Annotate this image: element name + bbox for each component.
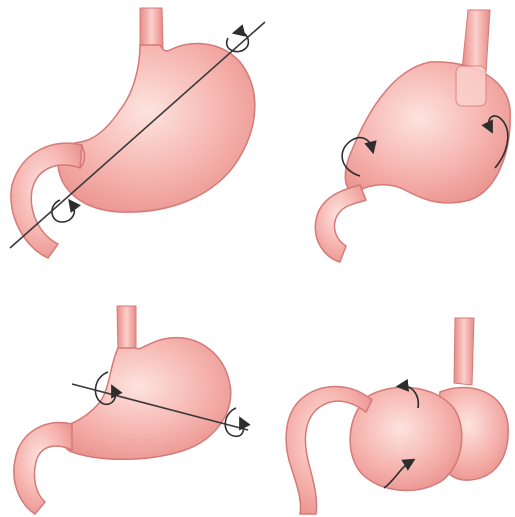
stomach-4	[286, 318, 508, 514]
cardia-overlay-2	[456, 66, 486, 106]
panel-twisted	[315, 10, 510, 262]
stomach-body-3	[63, 338, 231, 460]
panel-mesenteroaxial	[14, 306, 248, 514]
esophagus-3	[117, 306, 136, 352]
stomach-1	[11, 8, 255, 258]
rotation-arrow-1b	[52, 200, 74, 222]
panel-rotated	[286, 318, 508, 514]
stomach-body-1	[58, 44, 255, 213]
duodenum-2	[315, 185, 366, 262]
stomach-3	[14, 306, 231, 514]
stomach-2	[315, 10, 510, 262]
esophagus-2	[462, 10, 490, 72]
rotation-arrow-3b	[225, 408, 243, 436]
duodenum-3	[14, 423, 72, 514]
rotation-arrow-1a	[227, 32, 249, 52]
esophagus-4	[454, 318, 474, 385]
panel-organoaxial	[10, 8, 265, 258]
esophagus-1	[140, 8, 163, 48]
duodenum-1	[11, 143, 82, 258]
